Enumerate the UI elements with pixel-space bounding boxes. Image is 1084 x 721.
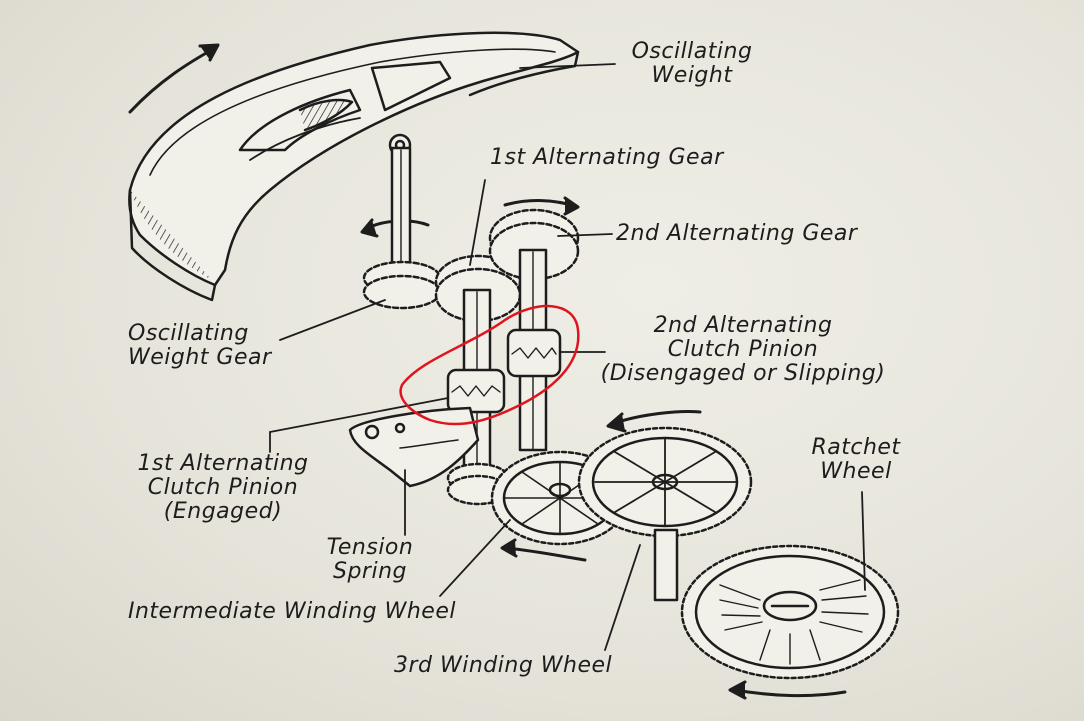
oscillating-weight-shape [128, 31, 580, 302]
label-oscillating-weight-gear: Oscillating Weight Gear [128, 321, 272, 370]
label-second-alternating-gear: 2nd Alternating Gear [616, 221, 858, 246]
label-first-alternating-gear: 1st Alternating Gear [490, 145, 724, 170]
second-alternating-gear-shape [488, 208, 580, 452]
label-tension-spring: Tension Spring [326, 535, 414, 584]
tension-spring-plate [348, 406, 480, 488]
label-oscillating-weight: Oscillating Weight [631, 39, 753, 88]
third-winding-wheel-shape [577, 426, 753, 602]
leader-lines [269, 63, 866, 651]
label-first-clutch-pinion: 1st Alternating Clutch Pinion (Engaged) [137, 451, 309, 524]
label-second-clutch-pinion: 2nd Alternating Clutch Pinion (Disengage… [600, 313, 886, 386]
highlight-circle [399, 304, 580, 426]
rotation-arrows [128, 43, 847, 700]
label-intermediate-winding-wheel: Intermediate Winding Wheel [128, 599, 456, 624]
label-third-winding-wheel: 3rd Winding Wheel [394, 653, 613, 678]
ratchet-wheel-shape [680, 544, 900, 680]
oscillating-weight-gear-shape [362, 146, 442, 310]
label-ratchet-wheel: Ratchet Wheel [811, 435, 901, 484]
first-alternating-gear-shape [434, 254, 522, 506]
